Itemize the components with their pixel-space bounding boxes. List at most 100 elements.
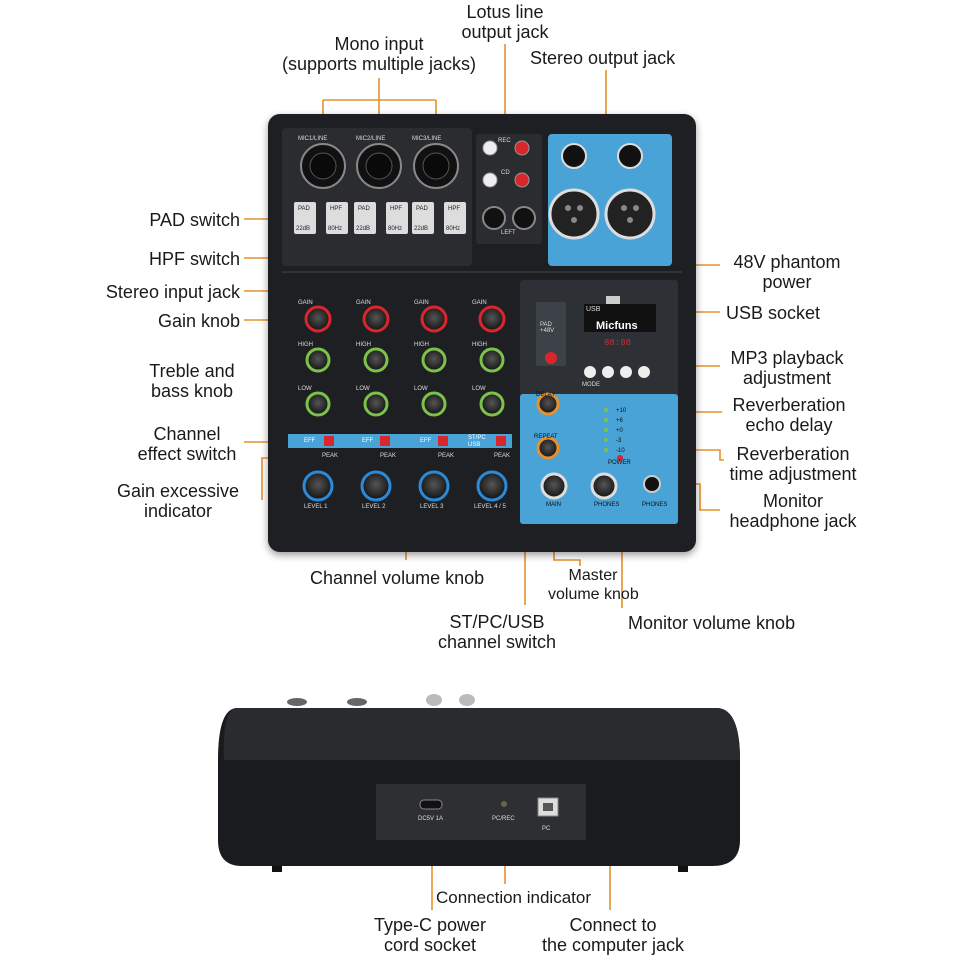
gain-label-3: GAIN: [414, 300, 429, 306]
label-st-pc-usb-switch: ST/PC/USB channel switch: [428, 612, 566, 652]
label-reverb-time-line-1: Reverberation: [736, 444, 850, 464]
low-label-1: LOW: [298, 386, 312, 392]
mixer-top-view: MIC1/LINE MIC2/LINE MIC3/LINE REC CD LEF…: [268, 114, 696, 552]
label-connection-indicator: Connection indicator: [436, 888, 591, 907]
label-st-line-2: channel switch: [437, 632, 557, 652]
label-reverb-delay: Reverberation echo delay: [722, 395, 856, 435]
label-typec-line-1: Type-C power: [373, 915, 487, 935]
label-channel-effect: Channel effect switch: [120, 424, 254, 464]
peak-label-2: PEAK: [380, 453, 397, 459]
main-label: MAIN: [546, 502, 561, 508]
label-typec-line-2: cord socket: [383, 935, 477, 955]
level-label-2: LEVEL 2: [362, 504, 386, 510]
label-pad-switch: PAD switch: [149, 210, 240, 230]
rec-label: REC: [498, 138, 511, 144]
eq-knobs: [305, 347, 505, 417]
label-mono-line-2: (supports multiple jacks): [281, 54, 477, 74]
pad-hpf-switches: [294, 202, 466, 234]
label-monitor-jack-line-1: Monitor: [762, 491, 824, 511]
label-phantom-line-2: power: [762, 272, 812, 292]
label-stereo-input: Stereo input jack: [105, 282, 240, 302]
brand-logo: Micfuns: [596, 320, 638, 332]
label-computer-line-1: Connect to: [569, 915, 657, 935]
level-label-4: LEVEL 4 / 5: [474, 504, 506, 510]
low-label-4: LOW: [472, 386, 486, 392]
hpf-label-2: HPF: [390, 206, 402, 212]
gain-label-1: GAIN: [298, 300, 313, 306]
pad-label-3: PAD: [416, 206, 428, 212]
label-mono-input: Mono input (supports multiple jacks): [268, 34, 490, 74]
mp3-display: 88:88: [604, 338, 632, 348]
pad-label-2: PAD: [358, 206, 370, 212]
cd-label: CD: [501, 170, 510, 176]
db-label-1: 22dB: [296, 226, 311, 232]
phones-label-1: PHONES: [594, 502, 620, 508]
eff-label-2: EFF: [362, 438, 374, 444]
peak-label-3: PEAK: [438, 453, 455, 459]
low-label-3: LOW: [414, 386, 428, 392]
label-reverb-time: Reverberation time adjustment: [718, 444, 868, 484]
label-ch-eff-line-2: effect switch: [137, 444, 237, 464]
label-gain-ind-line-2: indicator: [143, 501, 213, 521]
phones-label-2: PHONES: [642, 502, 668, 508]
label-lotus-line-1: Lotus line: [466, 2, 544, 22]
label-mp3-line-1: MP3 playback: [730, 348, 844, 368]
label-phantom-power: 48V phantom power: [722, 252, 852, 292]
label-usb-socket: USB socket: [726, 303, 821, 323]
meter-2: +6: [616, 418, 623, 424]
gain-label-4: GAIN: [472, 300, 487, 306]
eff-label-3: EFF: [420, 438, 432, 444]
label-lotus-output: Lotus line output jack: [440, 2, 570, 42]
mic3-label: MIC3/LINE: [412, 136, 442, 142]
label-computer-jack: Connect to the computer jack: [530, 915, 696, 955]
high-label-3: HIGH: [414, 342, 429, 348]
label-reverb-time-line-2: time adjustment: [729, 464, 857, 484]
label-monitor-jack-line-2: headphone jack: [729, 511, 857, 531]
label-reverb-delay-line-1: Reverberation: [732, 395, 846, 415]
label-phantom-line-1: 48V phantom: [733, 252, 841, 272]
mic1-label: MIC1/LINE: [298, 136, 328, 142]
label-gain-ind-line-1: Gain excessive: [116, 481, 240, 501]
db-label-2: 22dB: [356, 226, 371, 232]
meter-3: +0: [616, 428, 623, 434]
meter-4: -3: [616, 438, 622, 444]
label-treble-line-2: bass knob: [150, 381, 234, 401]
eff-label-1: EFF: [304, 438, 316, 444]
label-mp3: MP3 playback adjustment: [722, 348, 852, 388]
label-treble-line-1: Treble and: [149, 361, 235, 381]
label-ch-eff-line-1: Channel: [153, 424, 221, 444]
db-label-3: 22dB: [414, 226, 429, 232]
label-treble-bass: Treble and bass knob: [120, 361, 264, 401]
peak-label-4: PEAK: [494, 453, 511, 459]
high-label-4: HIGH: [472, 342, 487, 348]
label-hpf-switch: HPF switch: [148, 249, 240, 269]
meter-1: +10: [616, 408, 627, 414]
meter-5: -10: [616, 448, 625, 454]
label-master-volume: Master volume knob: [548, 566, 639, 604]
usb-panel-label: USB: [586, 306, 601, 313]
label-stereo-output: Stereo output jack: [530, 48, 676, 68]
gain-knobs: [304, 305, 506, 333]
mono-input-jacks: [300, 143, 459, 189]
dc-label: DC5V 1A: [418, 816, 444, 822]
label-gain-indicator: Gain excessive indicator: [106, 481, 250, 521]
hz-label-3: 80Hz: [446, 226, 461, 232]
hpf-label-1: HPF: [330, 206, 342, 212]
level-label-1: LEVEL 1: [304, 504, 328, 510]
label-typec: Type-C power cord socket: [360, 915, 500, 955]
label-channel-volume: Channel volume knob: [310, 568, 485, 588]
label-st-line-1: ST/PC/USB: [449, 612, 545, 632]
left-label: LEFT: [501, 230, 516, 236]
pc-label: PC: [542, 826, 551, 832]
usb-sel-label: USB: [468, 442, 481, 448]
high-label-1: HIGH: [298, 342, 313, 348]
hz-label-2: 80Hz: [388, 226, 403, 232]
power-label: POWER: [608, 460, 631, 466]
mixer-panel-graphic: [282, 128, 682, 524]
level-knobs: [302, 470, 508, 502]
pcrec-label: PC/REC: [492, 816, 515, 822]
low-label-2: LOW: [356, 386, 370, 392]
hpf-label-3: HPF: [448, 206, 460, 212]
pad48-label: PAD +48V: [540, 322, 555, 334]
label-gain-knob: Gain knob: [157, 311, 240, 331]
